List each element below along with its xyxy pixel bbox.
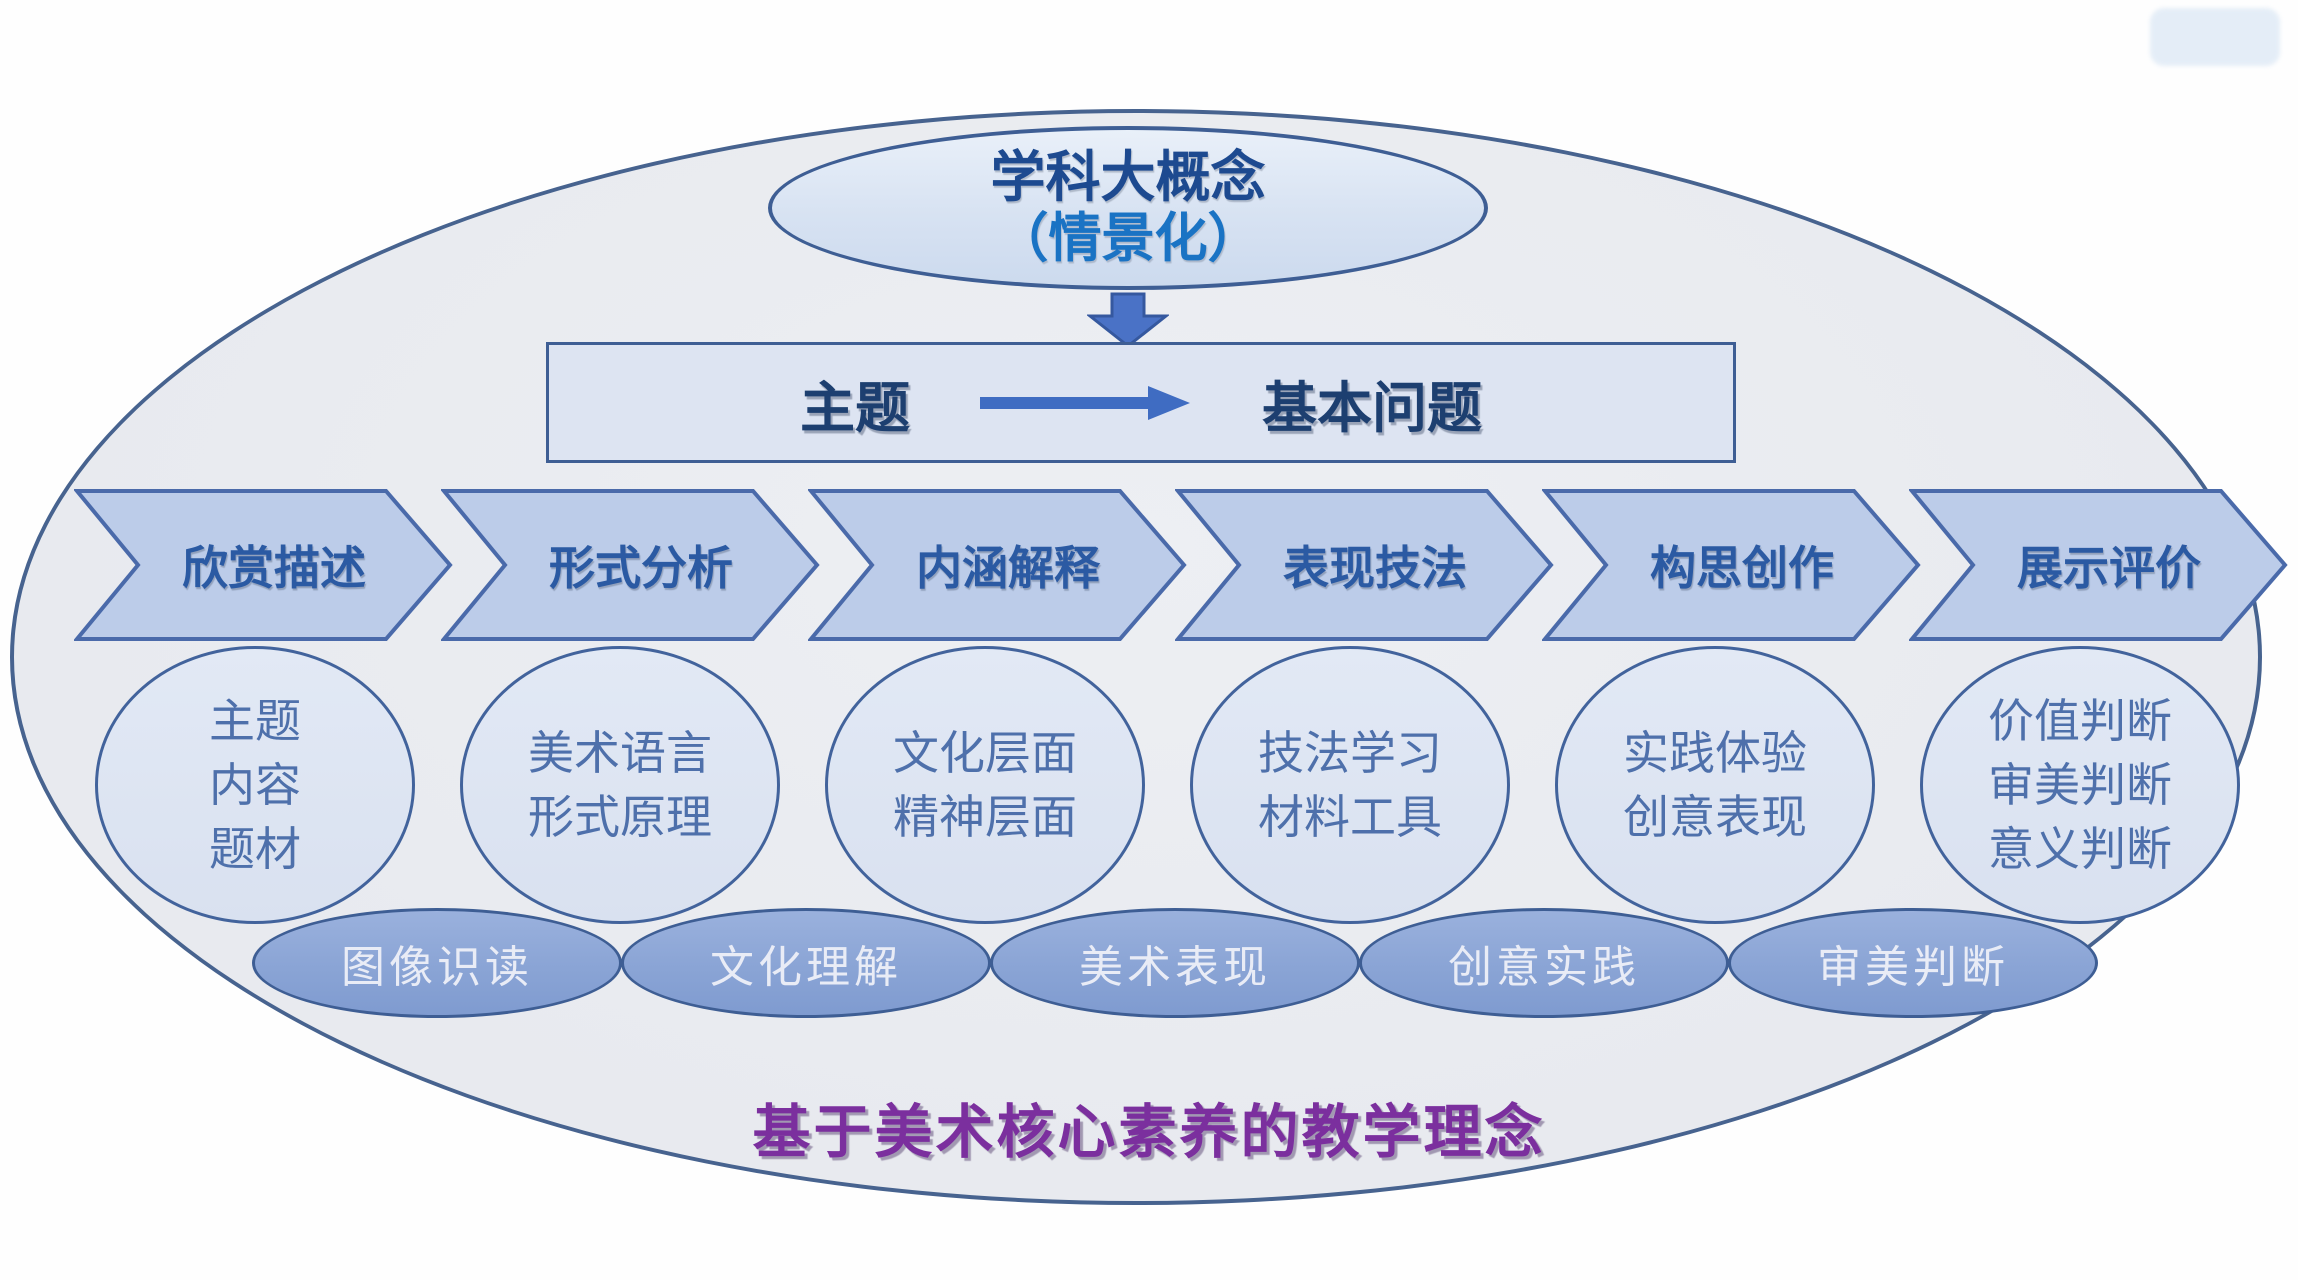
theme-question-box: 主题 基本问题 <box>546 342 1736 463</box>
detail-line: 意义判断 <box>1988 822 2172 877</box>
detail-line: 文化层面 <box>893 725 1077 780</box>
detail-circle-2: 美术语言 形式原理 <box>460 646 780 924</box>
competency-ellipse-art-expression: 美术表现 <box>990 908 1360 1018</box>
detail-line: 创意表现 <box>1623 790 1807 844</box>
diagram-caption: 基于美术核心素养的教学理念 <box>752 1098 1546 1166</box>
chevron-shape <box>74 489 453 641</box>
detail-line: 主题 <box>209 693 301 748</box>
detail-line: 题材 <box>209 822 301 877</box>
detail-line: 价值判断 <box>1988 693 2172 748</box>
detail-line: 美术语言 <box>528 725 712 780</box>
right-arrow-icon <box>980 383 1192 423</box>
detail-line: 技法学习 <box>1258 725 1442 780</box>
detail-line: 内容 <box>209 757 301 812</box>
concept-title: 学科大概念 <box>990 146 1266 209</box>
stage-label: 构思创作 <box>1650 542 1834 594</box>
corner-artifact <box>2150 8 2280 66</box>
detail-circle-6: 价值判断 审美判断 意义判断 <box>1920 646 2240 924</box>
chevron-shape <box>1175 489 1554 641</box>
concept-subtitle: （情景化） <box>995 209 1261 269</box>
stage-label: 欣赏描述 <box>182 542 366 594</box>
competency-label: 美术表现 <box>1079 942 1271 993</box>
theme-label: 主题 <box>799 376 910 439</box>
stage-chevron-exhibit-evaluate: 展示评价 <box>1909 488 2289 642</box>
detail-line: 形式原理 <box>528 790 712 844</box>
detail-line: 材料工具 <box>1258 790 1442 844</box>
chevron-shape <box>808 489 1187 641</box>
down-arrow-shape <box>1085 292 1171 348</box>
detail-line: 精神层面 <box>893 790 1077 844</box>
competency-label: 文化理解 <box>710 942 902 993</box>
detail-circle-1: 主题 内容 题材 <box>95 646 415 924</box>
detail-line: 审美判断 <box>1988 757 2172 812</box>
chevron-shape <box>441 489 820 641</box>
detail-circle-4: 技法学习 材料工具 <box>1190 646 1510 924</box>
competency-ellipse-cultural-understanding: 文化理解 <box>621 908 991 1018</box>
outer-boundary-ellipse <box>10 109 2262 1205</box>
stage-chevron-appreciate: 欣赏描述 <box>74 488 454 642</box>
stage-label: 形式分析 <box>549 542 733 594</box>
right-arrow-shape <box>980 385 1190 420</box>
essential-question-label: 基本问题 <box>1262 376 1483 439</box>
competency-ellipse-aesthetic-judgment: 审美判断 <box>1728 908 2098 1018</box>
stage-label: 展示评价 <box>2017 542 2201 594</box>
detail-circle-5: 实践体验 创意表现 <box>1555 646 1875 924</box>
subject-big-concept-node: 学科大概念 （情景化） <box>768 126 1488 290</box>
chevron-shape <box>1909 489 2288 641</box>
stage-chevron-ideation: 构思创作 <box>1542 488 1922 642</box>
detail-line: 实践体验 <box>1623 725 1807 780</box>
stage-chevron-technique: 表现技法 <box>1175 488 1555 642</box>
chevron-shape <box>1542 489 1921 641</box>
competency-ellipse-creative-practice: 创意实践 <box>1359 908 1729 1018</box>
stage-chevron-form-analysis: 形式分析 <box>441 488 821 642</box>
stage-label: 内涵解释 <box>916 542 1100 594</box>
competency-ellipse-image-reading: 图像识读 <box>252 908 622 1018</box>
stage-label: 表现技法 <box>1283 542 1467 594</box>
competency-label: 创意实践 <box>1448 942 1640 993</box>
detail-circle-3: 文化层面 精神层面 <box>825 646 1145 924</box>
competency-label: 审美判断 <box>1817 942 2009 993</box>
down-arrow-icon <box>1085 292 1171 348</box>
stage-chevron-interpretation: 内涵解释 <box>808 488 1188 642</box>
competency-label: 图像识读 <box>341 942 533 993</box>
